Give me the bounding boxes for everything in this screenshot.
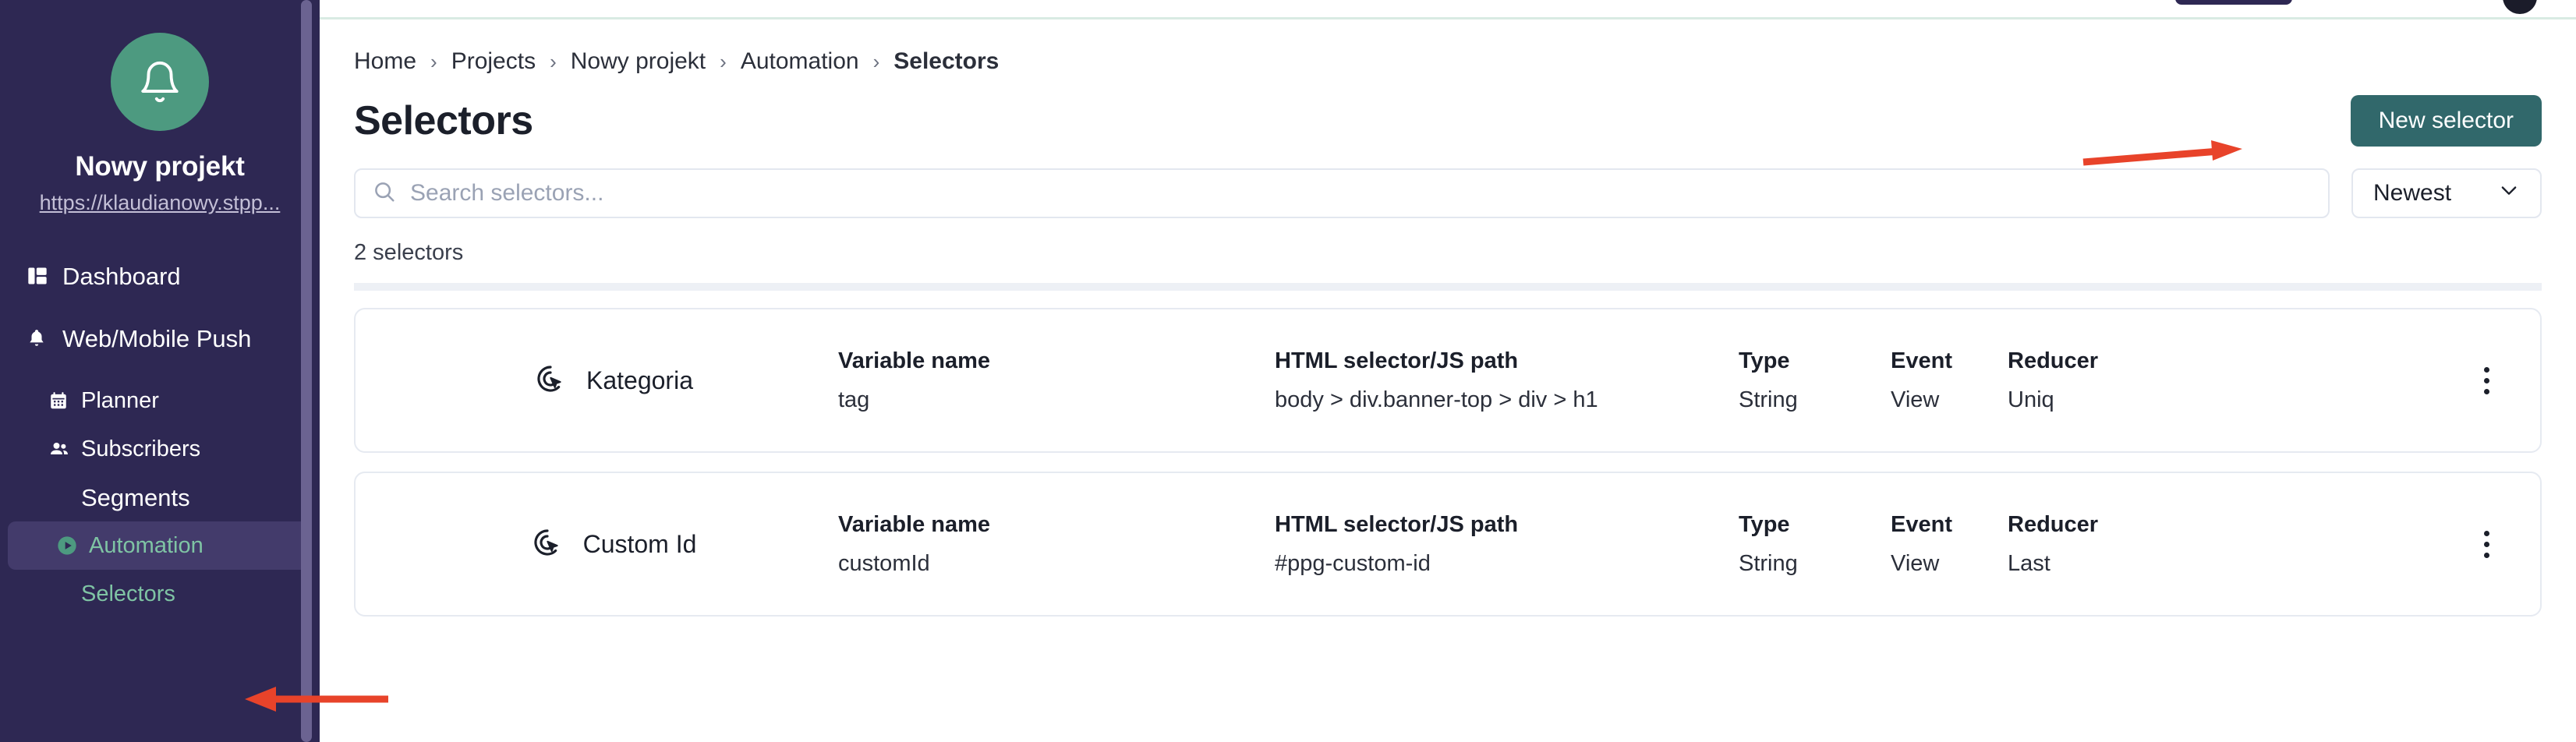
sidebar-item-label: Subscribers xyxy=(81,436,201,461)
breadcrumb-separator: › xyxy=(872,49,880,73)
new-selector-button[interactable]: New selector xyxy=(2350,95,2542,147)
avatar[interactable] xyxy=(2503,0,2537,14)
type-value: String xyxy=(1739,387,1798,412)
selector-count: 2 selectors xyxy=(354,240,464,265)
users-icon xyxy=(48,438,81,460)
html-selector-cell: HTML selector/JS path body > div.banner-… xyxy=(1275,347,1739,415)
row-menu-button[interactable] xyxy=(2459,366,2514,394)
chevron-down-icon xyxy=(2498,179,2520,207)
sidebar-item-web-mobile-push[interactable]: Web/Mobile Push xyxy=(0,314,309,362)
breadcrumb-item-projects[interactable]: Projects xyxy=(451,48,536,74)
table-row[interactable]: Kategoria Variable name tag HTML selecto… xyxy=(354,308,2542,453)
page-title: Selectors xyxy=(354,98,533,143)
sidebar-item-segments[interactable]: Segments xyxy=(0,473,309,521)
sidebar-item-subscribers[interactable]: Subscribers xyxy=(0,425,309,473)
sidebar-item-automation[interactable]: Automation xyxy=(8,521,309,570)
breadcrumb-item-selectors: Selectors xyxy=(893,48,1000,74)
dashboard-icon xyxy=(27,265,62,287)
selectors-list: Kategoria Variable name tag HTML selecto… xyxy=(354,308,2576,617)
bell-icon xyxy=(111,33,209,131)
breadcrumb-separator: › xyxy=(720,49,727,73)
breadcrumb: Home › Projects › Nowy projekt › Automat… xyxy=(354,48,2576,75)
breadcrumb-item-home[interactable]: Home xyxy=(354,48,417,74)
variable-name-cell: Variable name customId xyxy=(838,511,1275,578)
sidebar-item-label: Automation xyxy=(89,532,203,558)
sidebar-item-selectors[interactable]: Selectors xyxy=(0,570,309,618)
project-name: Nowy projekt xyxy=(75,151,245,182)
click-target-icon xyxy=(535,363,566,398)
selector-name-cell: Custom Id xyxy=(390,527,838,562)
main-content: Home › Projects › Nowy projekt › Automat… xyxy=(320,0,2576,742)
sidebar-scrollbar[interactable] xyxy=(301,0,312,742)
type-cell: Type String xyxy=(1739,511,1891,578)
search-icon xyxy=(373,180,396,207)
column-header-reducer: Reducer xyxy=(2008,348,2099,373)
event-value: View xyxy=(1891,387,1940,412)
selector-name: Kategoria xyxy=(586,366,693,394)
type-cell: Type String xyxy=(1739,347,1891,415)
list-divider xyxy=(354,283,2542,291)
column-header-event: Event xyxy=(1891,511,1952,537)
table-row[interactable]: Custom Id Variable name customId HTML se… xyxy=(354,472,2542,617)
event-value: View xyxy=(1891,551,1940,576)
click-target-icon xyxy=(532,527,563,562)
row-menu-button[interactable] xyxy=(2459,530,2514,558)
sort-dropdown-value: Newest xyxy=(2373,180,2452,206)
column-header-html-selector: HTML selector/JS path xyxy=(1275,348,1519,373)
kebab-menu-icon xyxy=(2483,366,2489,394)
sidebar-item-label: Planner xyxy=(81,387,159,413)
breadcrumb-item-automation[interactable]: Automation xyxy=(740,48,859,74)
event-cell: Event View xyxy=(1891,347,2008,415)
page-header: Selectors New selector xyxy=(354,95,2576,147)
reducer-value: Uniq xyxy=(2008,387,2054,412)
project-url-link[interactable]: https://klaudianowy.stpp... xyxy=(39,191,281,214)
event-cell: Event View xyxy=(1891,511,2008,578)
page-content: Home › Projects › Nowy projekt › Automat… xyxy=(320,48,2576,617)
selector-name: Custom Id xyxy=(582,529,697,558)
column-header-html-selector: HTML selector/JS path xyxy=(1275,511,1519,537)
toolbar: Newest xyxy=(354,168,2576,218)
sidebar-brand: Nowy projekt https://klaudianowy.stpp... xyxy=(0,0,320,215)
sidebar: Nowy projekt https://klaudianowy.stpp...… xyxy=(0,0,320,742)
play-circle-icon xyxy=(56,535,89,556)
html-selector-cell: HTML selector/JS path #ppg-custom-id xyxy=(1275,511,1739,578)
top-header-bar xyxy=(320,0,2576,19)
sidebar-item-label: Selectors xyxy=(81,581,175,606)
variable-name-value: customId xyxy=(838,551,930,576)
breadcrumb-item-nowy-projekt[interactable]: Nowy projekt xyxy=(570,48,706,74)
sort-dropdown[interactable]: Newest xyxy=(2351,168,2542,218)
column-header-type: Type xyxy=(1739,511,1790,537)
variable-name-value: tag xyxy=(838,387,870,412)
sidebar-nav: Dashboard Web/Mobile Push xyxy=(0,252,320,618)
kebab-menu-icon xyxy=(2483,530,2489,558)
reducer-cell: Reducer Uniq xyxy=(2008,347,2459,415)
bell-icon xyxy=(27,328,62,348)
reducer-cell: Reducer Last xyxy=(2008,511,2459,578)
column-header-variable-name: Variable name xyxy=(838,348,991,373)
column-header-variable-name: Variable name xyxy=(838,511,991,537)
top-header-button[interactable] xyxy=(2175,0,2292,5)
search-input[interactable] xyxy=(410,180,2311,207)
sidebar-item-label: Web/Mobile Push xyxy=(62,324,252,352)
calendar-icon xyxy=(48,390,81,411)
breadcrumb-separator: › xyxy=(430,49,437,73)
type-value: String xyxy=(1739,551,1798,576)
html-selector-value: #ppg-custom-id xyxy=(1275,551,1431,576)
sidebar-item-label: Segments xyxy=(81,483,190,511)
html-selector-value: body > div.banner-top > div > h1 xyxy=(1275,387,1598,412)
column-header-reducer: Reducer xyxy=(2008,511,2099,537)
column-header-type: Type xyxy=(1739,348,1790,373)
sidebar-item-dashboard[interactable]: Dashboard xyxy=(0,252,309,300)
variable-name-cell: Variable name tag xyxy=(838,347,1275,415)
search-box[interactable] xyxy=(354,168,2330,218)
sidebar-item-planner[interactable]: Planner xyxy=(0,376,309,425)
sidebar-item-label: Dashboard xyxy=(62,262,181,290)
column-header-event: Event xyxy=(1891,348,1952,373)
selector-name-cell: Kategoria xyxy=(390,363,838,398)
breadcrumb-separator: › xyxy=(550,49,557,73)
reducer-value: Last xyxy=(2008,551,2051,576)
